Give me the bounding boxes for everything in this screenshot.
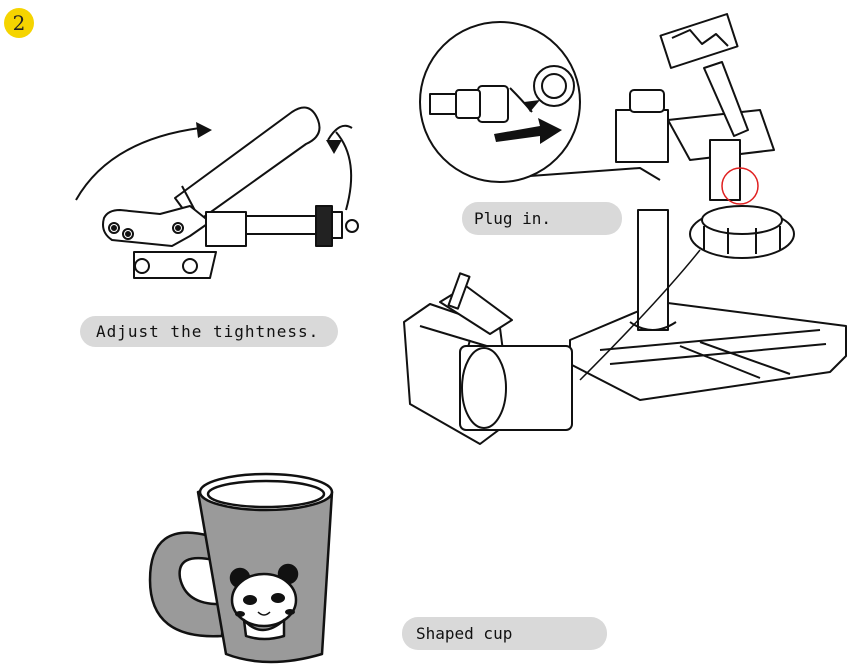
toggle-clamp-illustration bbox=[76, 108, 358, 279]
shaped-cup-illustration bbox=[150, 474, 332, 662]
shaped-cup-label: Shaped cup bbox=[402, 617, 607, 650]
adjust-tightness-label: Adjust the tightness. bbox=[80, 316, 338, 347]
rotate-arrow-icon bbox=[76, 128, 200, 200]
plug-in-label: Plug in. bbox=[462, 202, 622, 235]
